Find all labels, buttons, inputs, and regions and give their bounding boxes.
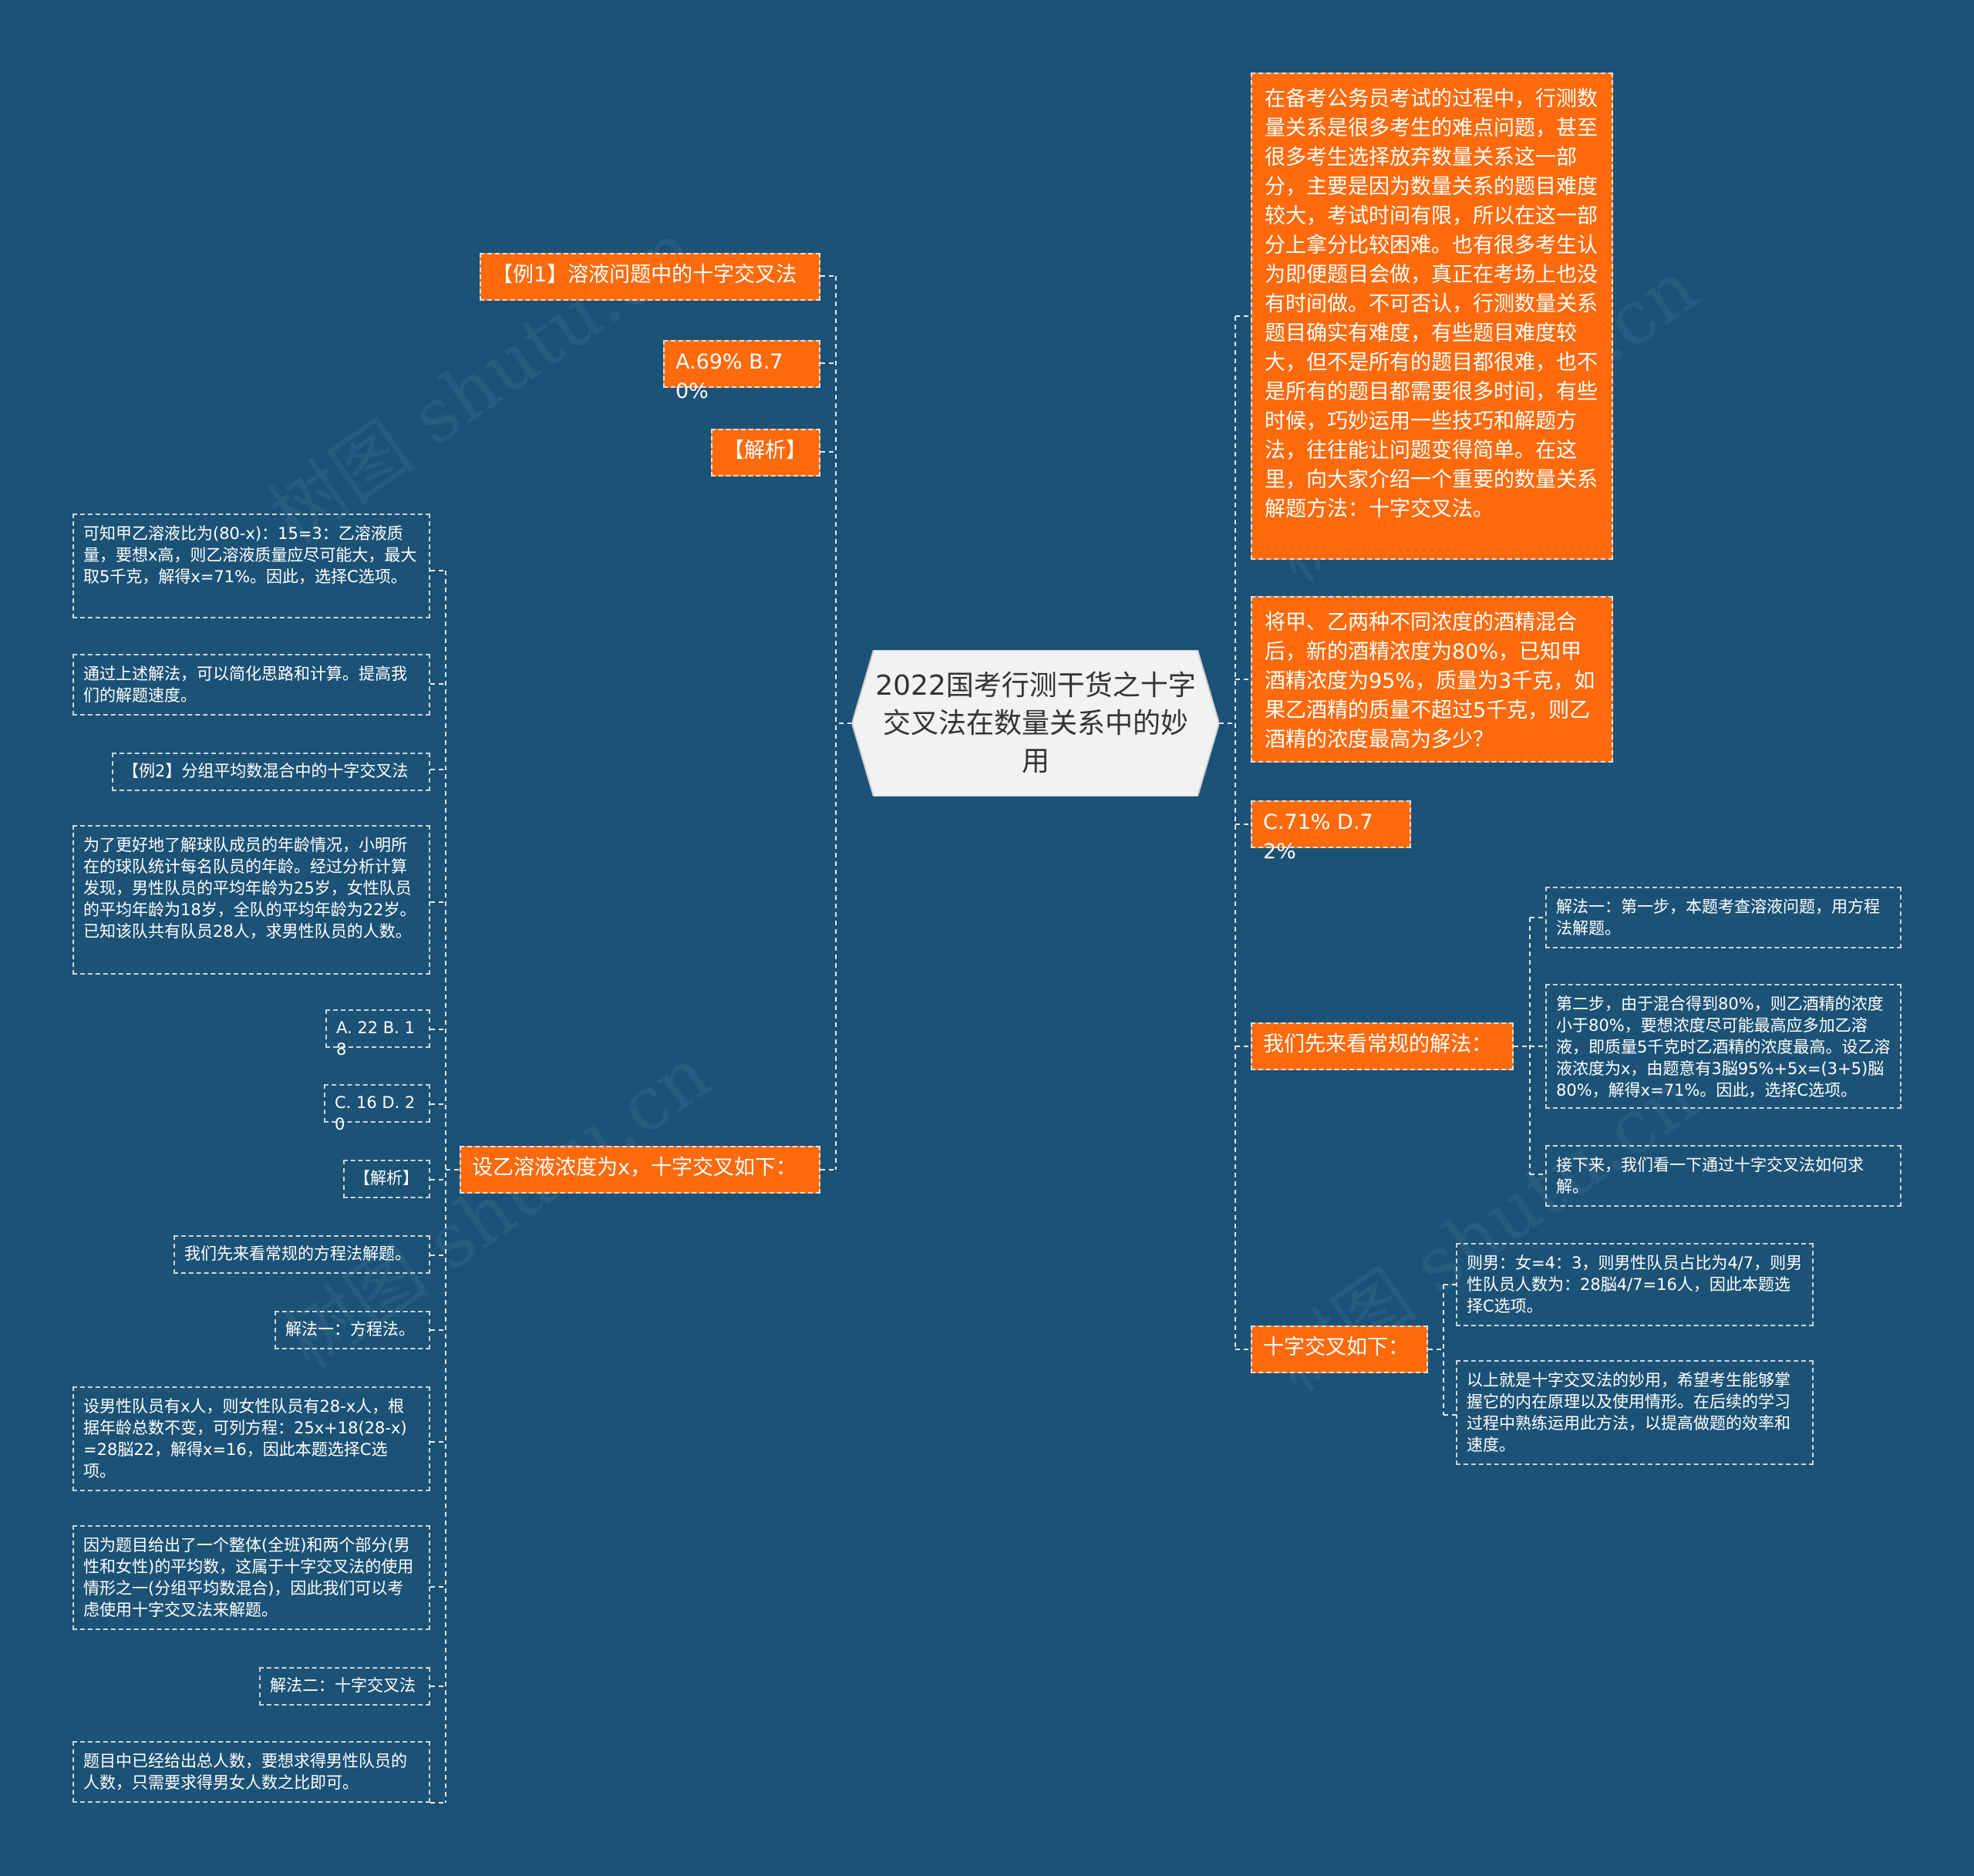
right-leaf-method1[interactable]: 解法一：第一步，本题考查溶液问题，用方程法解题。 xyxy=(1545,887,1902,948)
example1-options-node[interactable]: A.69% B.70% xyxy=(663,340,820,403)
left-leaf-cross-reason[interactable]: 因为题目给出了一个整体(全班)和两个部分(男性和女性)的平均数，这属于十字交叉法… xyxy=(72,1525,430,1630)
regular-method-node[interactable]: 我们先来看常规的解法： xyxy=(1251,1022,1514,1070)
center-shape xyxy=(852,650,1219,797)
left-leaf-example2-question[interactable]: 为了更好地了解球队成员的年龄情况，小明所在的球队统计每名队员的年龄。经过分析计算… xyxy=(72,825,430,975)
left-leaf-options-cd[interactable]: C. 16 D. 20 xyxy=(324,1084,430,1133)
left-leaf-example2-title[interactable]: 【例2】分组平均数混合中的十字交叉法 xyxy=(112,753,430,791)
left-leaf-equation-solution[interactable]: 设男性队员有x人，则女性队员有28-x人，根据年龄总数不变，可列方程：25x+1… xyxy=(72,1386,430,1491)
left-leaf-method1[interactable]: 解法一：方程法。 xyxy=(275,1311,430,1349)
center-topic[interactable]: 2022国考行测干货之十字交叉法在数量关系中的妙用 xyxy=(852,650,1219,797)
center-title: 2022国考行测干货之十字交叉法在数量关系中的妙用 xyxy=(875,669,1196,777)
intro-node[interactable]: 在备考公务员考试的过程中，行测数量关系是很多考生的难点问题，甚至很多考生选择放弃… xyxy=(1251,72,1613,560)
example1-title-node[interactable]: 【例1】溶液问题中的十字交叉法 xyxy=(480,253,820,301)
right-leaf-next[interactable]: 接下来，我们看一下通过十字交叉法如何求解。 xyxy=(1545,1145,1902,1207)
example1-analysis-node[interactable]: 【解析】 xyxy=(711,429,820,477)
left-leaf-analysis[interactable]: 【解析】 xyxy=(343,1160,430,1198)
set-x-node[interactable]: 设乙溶液浓度为x，十字交叉如下： xyxy=(460,1146,820,1194)
connector xyxy=(1235,315,1251,1350)
right-leaf-step2[interactable]: 第二步，由于混合得到80%，则乙酒精的浓度小于80%，要想浓度尽可能最高应多加乙… xyxy=(1545,984,1902,1109)
options-cd-node[interactable]: C.71% D.72% xyxy=(1251,800,1411,864)
left-leaf-regular-equation[interactable]: 我们先来看常规的方程法解题。 xyxy=(173,1235,430,1274)
cross-method-node[interactable]: 十字交叉如下： xyxy=(1251,1325,1428,1373)
left-leaf-total-ratio[interactable]: 题目中已经给出总人数，要想求得男性队员的人数，只需要求得男女人数之比即可。 xyxy=(72,1741,430,1803)
left-leaf-ratio[interactable]: 可知甲乙溶液比为(80-x)：15=3：乙溶液质量，要想x高，则乙溶液质量应尽可… xyxy=(72,514,430,618)
connector xyxy=(430,570,446,1804)
left-leaf-options-ab[interactable]: A. 22 B. 18 xyxy=(325,1009,430,1059)
left-leaf-method2[interactable]: 解法二：十字交叉法 xyxy=(259,1667,430,1706)
right-leaf-conclusion[interactable]: 以上就是十字交叉法的妙用，希望考生能够掌握它的内在原理以及使用情形。在后续的学习… xyxy=(1456,1360,1814,1465)
connector xyxy=(1530,917,1545,1175)
left-leaf-simplify[interactable]: 通过上述解法，可以简化思路和计算。提高我们的解题速度。 xyxy=(72,654,430,716)
connector xyxy=(1443,1284,1456,1416)
right-leaf-cross-result[interactable]: 则男：女=4：3，则男性队员占比为4/7，则男性队员人数为：28脳4/7=16人… xyxy=(1456,1243,1814,1326)
question-node[interactable]: 将甲、乙两种不同浓度的酒精混合后，新的酒精浓度为80%，已知甲酒精浓度为95%，… xyxy=(1251,596,1613,763)
